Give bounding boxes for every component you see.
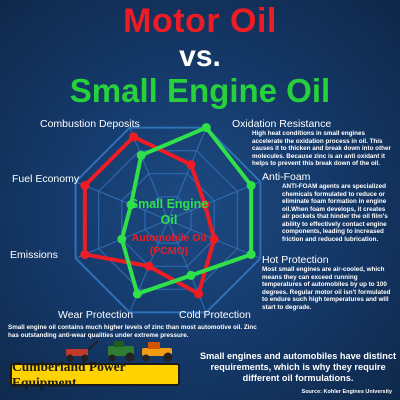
point-small-engine-2 xyxy=(246,181,256,191)
legend-green-line1: Small Engine xyxy=(129,197,209,211)
radar-series xyxy=(80,123,256,299)
point-automobile-3 xyxy=(209,234,219,244)
axis-label-fuel-economy: Fuel Economy xyxy=(12,173,80,185)
point-automobile-8 xyxy=(129,132,139,142)
point-small-engine-1 xyxy=(201,123,211,133)
point-small-engine-5 xyxy=(132,289,142,299)
note-anti-foam: ANTI-FOAM agents are specialized chemica… xyxy=(282,183,388,243)
brand-logo-text: Cumberland Power Equipment xyxy=(12,358,126,390)
axis-label-anti-foam: Anti-Foam xyxy=(262,171,311,183)
axis-label-oxidation-resistance: Oxidation Resistance xyxy=(232,118,332,130)
legend-small-engine-oil: Small Engine Oil xyxy=(119,196,219,228)
point-automobile-2 xyxy=(200,200,210,210)
point-automobile-5 xyxy=(144,261,154,271)
point-small-engine-7 xyxy=(126,200,136,210)
legend-automobile-oil: Automobile Oil (PCMO) xyxy=(119,232,219,258)
radar-spoke-7 xyxy=(75,181,169,221)
legend-red-line1: Automobile Oil xyxy=(131,232,207,244)
point-automobile-1 xyxy=(186,160,196,170)
point-small-engine-8 xyxy=(136,150,146,160)
point-automobile-6 xyxy=(80,249,90,259)
source-credit: Source: Kohler Engines University xyxy=(301,389,392,395)
note-hot-protection: Most small engines are air-cooled, which… xyxy=(262,266,391,311)
title-small-engine-oil: Small Engine Oil xyxy=(69,72,331,109)
axis-label-emissions: Emissions xyxy=(10,249,58,261)
note-oxidation: High heat conditions in small engines ac… xyxy=(252,130,391,168)
axis-label-combustion-deposits: Combustion Deposits xyxy=(40,118,140,130)
point-small-engine-6 xyxy=(117,234,127,244)
point-small-engine-3 xyxy=(246,249,256,259)
axis-label-cold-protection: Cold Protection xyxy=(179,309,251,321)
axis-label-wear-protection: Wear Protection xyxy=(58,309,134,321)
legend-green-line2: Oil xyxy=(160,213,178,227)
radar-spoke-1 xyxy=(167,127,207,221)
legend-red-line2: (PCMO) xyxy=(149,245,189,257)
lawn-equipment-icon xyxy=(66,340,173,362)
footnote-zinc: Small engine oil contains much higher le… xyxy=(8,324,257,339)
point-automobile-7 xyxy=(80,181,90,191)
axis-label-hot-protection: Hot Protection xyxy=(262,254,329,266)
radar-spoke-8 xyxy=(129,127,169,221)
point-automobile-4 xyxy=(194,289,204,299)
brand-logo: Cumberland Power Equipment xyxy=(10,359,180,390)
title-vs: vs. xyxy=(179,40,221,73)
point-small-engine-4 xyxy=(186,270,196,280)
radar-spoke-2 xyxy=(167,181,261,221)
title-motor-oil: Motor Oil xyxy=(123,2,277,40)
summary-text: Small engines and automobiles have disti… xyxy=(199,351,397,384)
